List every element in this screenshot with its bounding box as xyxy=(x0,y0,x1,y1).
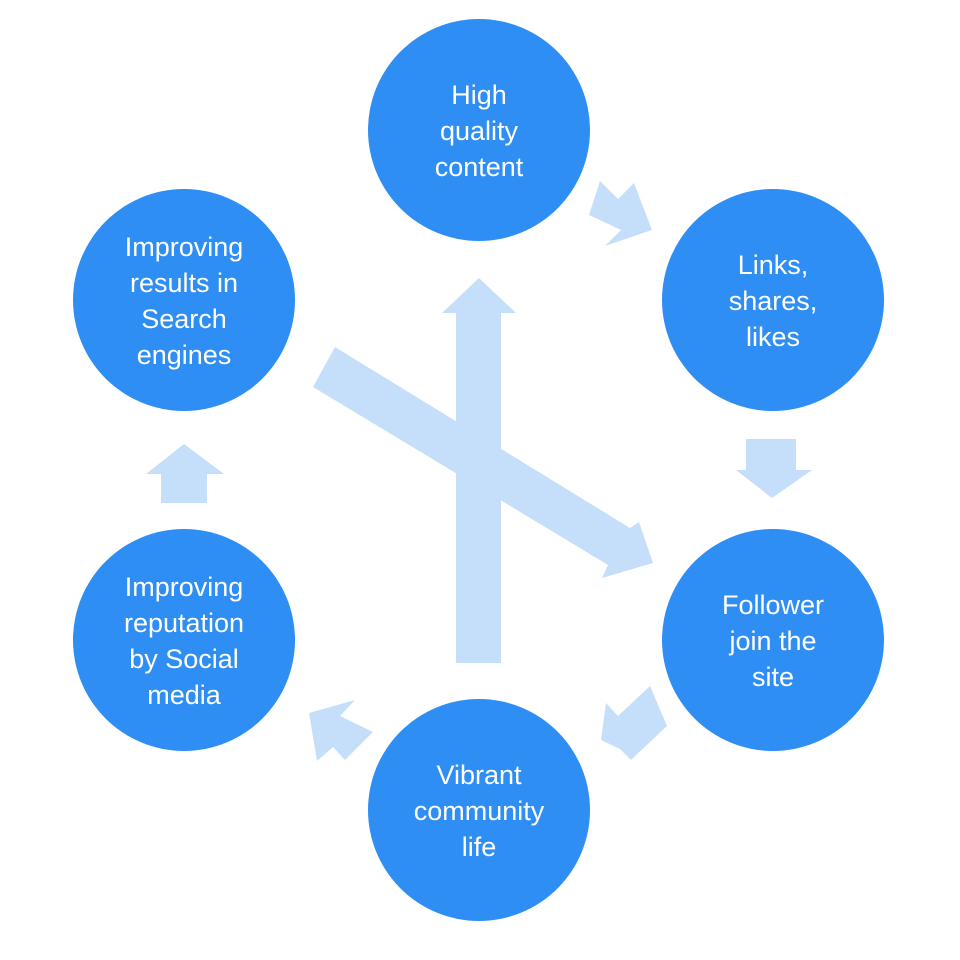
node-label-line: shares, xyxy=(729,286,818,316)
node-label-line: Vibrant xyxy=(436,760,522,790)
node-label-line: site xyxy=(752,662,794,692)
node-label-line: likes xyxy=(746,322,800,352)
cycle-arrows xyxy=(146,181,812,761)
node-links-shares-likes: Links, shares, likes xyxy=(662,189,884,411)
node-label-line: engines xyxy=(137,340,232,370)
node-follower-join-the-site: Follower join the site xyxy=(662,529,884,751)
node-label-line: life xyxy=(462,832,497,862)
node-label-line: Follower xyxy=(722,590,824,620)
node-label-line: reputation xyxy=(124,608,244,638)
node-label-line: Links, xyxy=(738,250,809,280)
cycle-nodes: High quality content Links, shares, likes Fo… xyxy=(73,19,884,921)
arrow-community-to-reputation xyxy=(309,700,373,761)
arrow-reputation-to-search xyxy=(146,444,224,503)
node-label-line: Search xyxy=(141,304,227,334)
node-label-high-quality-content: High quality content xyxy=(435,80,524,182)
node-label-line: join the xyxy=(728,626,816,656)
node-label-line: Improving xyxy=(125,572,244,602)
vertical-arrow xyxy=(442,278,516,663)
node-label-line: High xyxy=(451,80,507,110)
node-label-line: community xyxy=(414,796,545,826)
node-label-links-shares-likes: Links, shares, likes xyxy=(729,250,818,352)
node-high-quality-content: High quality content xyxy=(368,19,590,241)
node-label-follower-join-the-site: Follower join the site xyxy=(722,590,824,692)
node-label-line: quality xyxy=(440,116,519,146)
node-label-line: media xyxy=(147,680,222,710)
arrow-links-to-follower xyxy=(736,439,812,498)
node-label-line: Improving xyxy=(125,232,244,262)
central-arrows xyxy=(313,278,653,663)
node-label-line: results in xyxy=(130,268,238,298)
node-vibrant-community-life: Vibrant community life xyxy=(368,699,590,921)
node-improving-reputation-by-social-media: Improving reputation by Social media xyxy=(73,529,295,751)
arrow-content-to-links xyxy=(589,181,652,246)
node-improving-results-in-search-engines: Improving results in Search engines xyxy=(73,189,295,411)
node-label-vibrant-community-life: Vibrant community life xyxy=(414,760,545,862)
arrow-follower-to-community xyxy=(601,686,667,760)
node-label-line: by Social xyxy=(129,644,239,674)
node-label-line: content xyxy=(435,152,524,182)
node-label-improving-reputation-by-social-media: Improving reputation by Social media xyxy=(124,572,244,710)
node-label-improving-results-in-search-engines: Improving results in Search engines xyxy=(125,232,244,370)
